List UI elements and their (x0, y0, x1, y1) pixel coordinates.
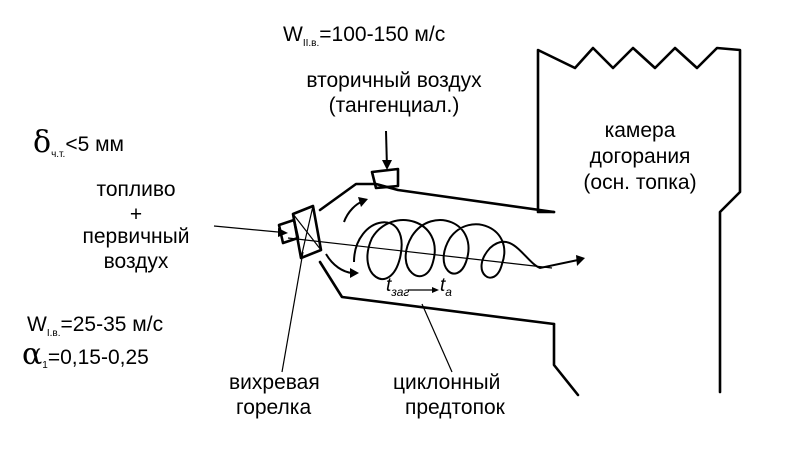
primary-air-velocity-label: WI.в.=25-35 м/с (27, 313, 163, 339)
lower-swirl-arrowhead (350, 268, 359, 278)
upper-swirl-arrowhead (358, 197, 368, 207)
burner-label-line2: горелка (236, 396, 311, 419)
excess-air-label: α1=0,15-0,25 (22, 337, 149, 372)
fuel-label-line3: первичный (83, 225, 190, 248)
burner-leader-line (281, 251, 304, 373)
vortex-burner (277, 204, 323, 260)
chamber-label-line1: камера (605, 119, 676, 142)
precombustor-label-line2: предтопок (405, 396, 506, 419)
chamber-label-line3: (осн. топка) (583, 171, 696, 194)
fuel-label-line4: воздух (104, 250, 169, 273)
secondary-air-note: (тангенциал.) (329, 94, 460, 117)
secondary-air-velocity-label: WII.в.=100-150 м/с (283, 23, 445, 49)
precombustor-top-wall (318, 182, 556, 214)
fuel-label-line1: топливо (96, 178, 175, 201)
burner-label-line1: вихревая (229, 371, 320, 394)
precombustor-bottom-wall (318, 260, 556, 326)
chamber-label-line2: догорания (590, 145, 691, 168)
fuel-label-line2: + (130, 203, 142, 226)
precombustor-label-line1: циклонный (393, 371, 500, 394)
secondary-air-label: вторичный воздух (306, 69, 482, 92)
secondary-air-inlet (370, 130, 400, 190)
precombustor-axis (287, 237, 553, 269)
swirl-flow-path (353, 219, 579, 280)
swirl-flow-exit-arrowhead (576, 255, 585, 266)
particle-size-label: δч.т.<5 мм (33, 125, 124, 160)
lower-swirl-arrow (325, 253, 353, 274)
fuel-input-arrow (213, 225, 288, 237)
precombustor-leader-line (421, 303, 453, 373)
temperature-end-label: tа (440, 275, 452, 299)
main-chamber-lower-wall (552, 322, 580, 397)
temperature-start-label: tзаг (386, 275, 409, 299)
main-chamber-outline (536, 46, 742, 394)
